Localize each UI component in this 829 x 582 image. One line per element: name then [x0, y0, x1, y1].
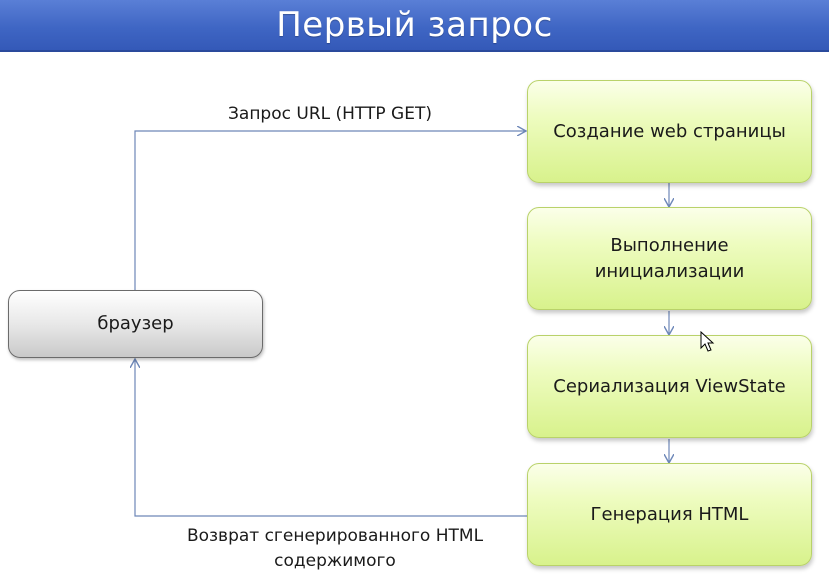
title-bar: Первый запрос: [0, 0, 829, 52]
step-label: Генерация HTML: [590, 503, 749, 525]
request-arrow: [134, 131, 525, 290]
step-generate-html: Генерация HTML: [527, 463, 812, 566]
mouse-cursor-icon: [700, 331, 715, 352]
step-create-page: Создание web страницы: [527, 80, 812, 183]
step-label: Выполнение инициализации: [594, 235, 745, 282]
step-label: Создание web страницы: [553, 120, 786, 142]
response-arrow: [135, 360, 527, 517]
step-initialization: Выполнение инициализации: [527, 207, 812, 310]
response-label: Возврат сгенерированного HTML содержимог…: [186, 526, 484, 571]
page-title: Первый запрос: [276, 5, 553, 45]
step-serialize-viewstate: Сериализация ViewState: [527, 335, 812, 438]
browser-label: браузер: [97, 313, 174, 335]
request-label: Запрос URL (HTTP GET): [228, 104, 432, 124]
step-label: Сериализация ViewState: [553, 375, 786, 397]
browser-box: браузер: [8, 290, 263, 358]
